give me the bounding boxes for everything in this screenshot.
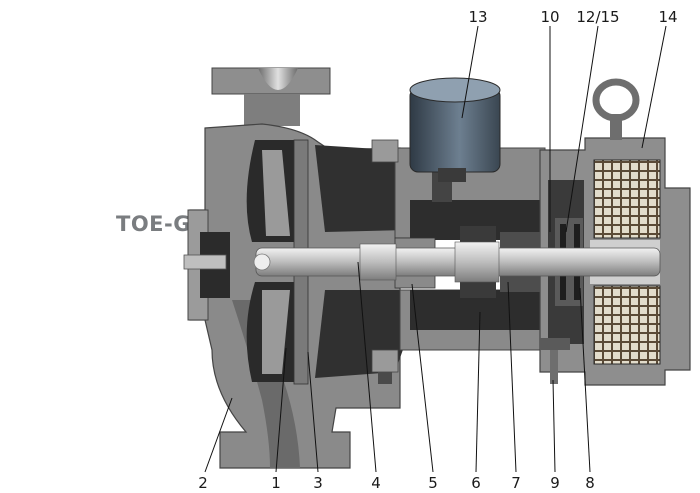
callout-14: 14 (658, 8, 677, 26)
callout-4: 4 (371, 474, 381, 492)
callout-6: 6 (471, 474, 481, 492)
expansion-tank (409, 77, 501, 202)
impeller (246, 139, 309, 385)
leader-4 (357, 261, 377, 473)
leader-2 (204, 397, 233, 473)
callout-12-15: 12/15 (576, 8, 619, 26)
leader-6 (475, 311, 481, 473)
callout-5: 5 (428, 474, 438, 492)
callout-9: 9 (550, 474, 560, 492)
leader-9 (552, 379, 556, 473)
leader-lines (204, 25, 667, 473)
casing-cover (315, 139, 551, 384)
leader-3 (307, 351, 319, 473)
leader-14 (641, 25, 667, 149)
callout-8: 8 (585, 474, 595, 492)
leader-1 (275, 347, 287, 473)
callouts-top: 13 10 12/15 14 (468, 8, 677, 26)
callout-7: 7 (511, 474, 521, 492)
eye-bolt (592, 78, 640, 140)
shaft (253, 241, 661, 283)
callout-10: 10 (540, 8, 559, 26)
callout-1: 1 (271, 474, 281, 492)
model-label: TOE-GI (116, 212, 200, 236)
callout-2: 2 (198, 474, 208, 492)
callouts-bottom: 2 1 3 4 5 6 7 9 8 (198, 474, 595, 492)
leader-7 (507, 281, 517, 473)
leader-8 (579, 287, 591, 473)
leader-12-15 (565, 25, 599, 233)
suction-flange (211, 67, 331, 126)
callout-3: 3 (313, 474, 323, 492)
callout-13: 13 (468, 8, 487, 26)
leader-13 (461, 25, 479, 119)
leader-5 (411, 283, 434, 473)
